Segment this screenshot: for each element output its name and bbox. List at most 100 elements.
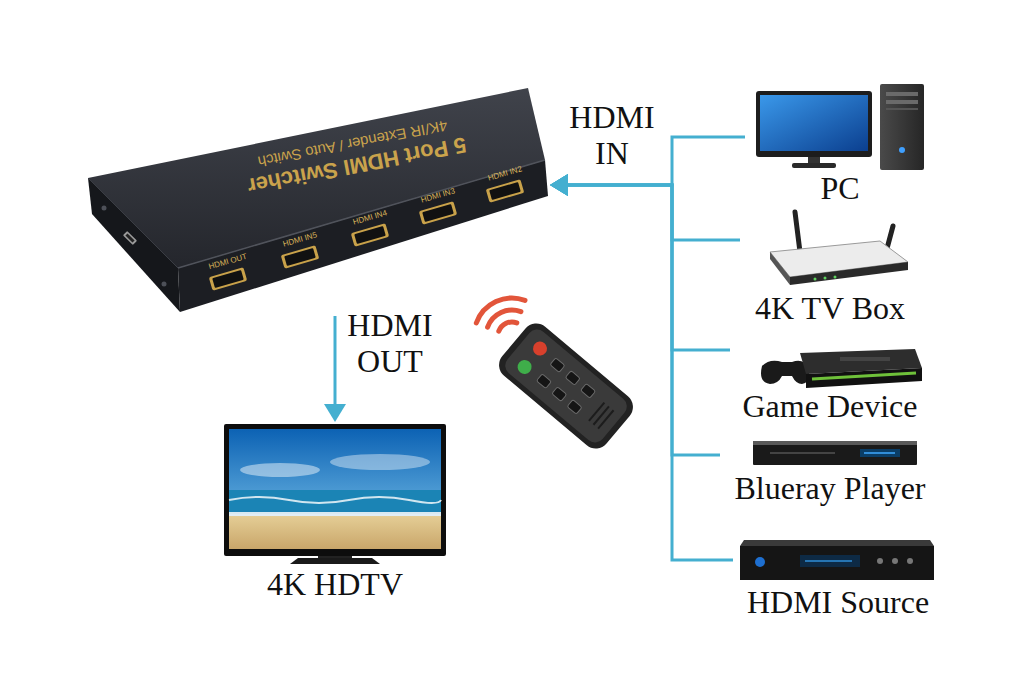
ir-signal <box>488 310 521 327</box>
tv-illustration <box>240 463 320 477</box>
tv-illustration <box>229 516 441 549</box>
connector <box>550 174 733 560</box>
device-label: HDMI Source <box>747 586 929 618</box>
hdmi-source-icon <box>740 540 934 580</box>
ir-signal <box>476 298 525 331</box>
pc-icon <box>886 92 918 96</box>
hdmi-port <box>212 270 244 288</box>
switcher-housing <box>123 231 137 245</box>
switcher-housing <box>125 233 134 242</box>
blueray-player-icon <box>753 441 917 465</box>
connector-line <box>566 185 740 240</box>
hdmi-port <box>209 267 247 290</box>
pc-icon <box>808 157 820 164</box>
pc-icon <box>886 100 918 104</box>
hdmi-source-icon <box>892 558 898 564</box>
hdmi-port <box>351 223 389 246</box>
pc-icon <box>899 147 905 153</box>
port-label: HDMI IN5 <box>282 231 318 248</box>
pc-icon <box>880 84 924 170</box>
game-console-icon <box>812 373 916 379</box>
hdmi-port <box>354 226 386 244</box>
hdmi-source-icon <box>800 555 860 567</box>
remote-control <box>493 318 638 454</box>
tv-illustration <box>290 558 380 564</box>
ir-signal <box>499 322 517 331</box>
remote-control <box>530 339 550 359</box>
arrow-head <box>550 174 568 196</box>
connector-label: HDMI OUT <box>338 308 442 380</box>
connector-line <box>566 185 720 455</box>
arrow-head <box>550 174 568 196</box>
tv-box-icon <box>795 212 800 252</box>
port-label: HDMI OUT <box>208 253 248 272</box>
remote-control <box>515 357 535 377</box>
game-console-icon <box>840 357 890 361</box>
hdmi-source-icon <box>907 558 913 564</box>
connector-label: HDMI IN <box>562 100 662 172</box>
pc-icon <box>792 163 836 168</box>
hdmi-port <box>351 223 389 246</box>
hdmi-port <box>209 267 247 290</box>
device-node: Blueray Player <box>720 436 940 504</box>
remote-control <box>594 406 609 424</box>
tv-illustration <box>229 497 441 503</box>
remote-control <box>552 387 567 402</box>
device-node: Game Device <box>730 340 930 422</box>
hdmi-port <box>419 201 457 224</box>
tv-illustration <box>330 454 430 470</box>
arrow-head <box>550 174 568 196</box>
hdmi-source-icon <box>740 540 934 546</box>
device-label: 4K TV Box <box>755 292 905 324</box>
switcher-housing <box>88 178 178 268</box>
hdmi-switcher: 5 Port HDMI Switcher4K/IR Extender / Aut… <box>86 84 550 316</box>
pc-icon <box>756 91 872 157</box>
hdmi-source-icon <box>877 558 883 564</box>
hdmi-source-icon <box>740 546 934 580</box>
hdmi-port <box>486 179 524 202</box>
tv-box-icon <box>824 277 827 280</box>
device-label: Game Device <box>742 390 917 422</box>
ir-signal <box>476 298 525 323</box>
switcher-housing <box>88 88 548 312</box>
hdmi-source-icon <box>805 560 852 562</box>
hdmi-port <box>422 204 454 222</box>
game-console-icon <box>761 349 922 388</box>
device-node: 4K TV Box <box>740 208 920 324</box>
port-label: HDMI IN2 <box>487 165 523 182</box>
tv-illustration <box>229 490 441 514</box>
blueray-player-icon <box>753 441 917 465</box>
arrow-head <box>550 174 568 196</box>
tv-box-icon <box>834 276 837 279</box>
remote-control <box>565 371 580 386</box>
blueray-player-icon <box>864 452 895 454</box>
remote-control <box>581 384 596 399</box>
hdmi-port <box>486 179 524 202</box>
remote-control <box>598 410 613 428</box>
connector-line <box>566 185 730 350</box>
game-console-icon <box>806 368 922 388</box>
arrow-head <box>324 404 346 422</box>
hdmi-port <box>419 201 457 224</box>
device-node: 4K HDTV <box>220 422 450 600</box>
switcher-housing <box>178 160 548 312</box>
connector <box>550 174 720 455</box>
pc-icon <box>760 95 868 151</box>
device-node: HDMI Source <box>733 540 943 618</box>
lid-print: 5 Port HDMI Switcher4K/IR Extender / Aut… <box>242 113 469 199</box>
device-node: PC <box>745 84 935 204</box>
blueray-player-icon <box>753 441 917 445</box>
port-label: HDMI IN4 <box>352 209 388 226</box>
tv-illustration <box>229 429 441 549</box>
remote-control <box>501 325 631 446</box>
tv-illustration <box>224 424 446 556</box>
connector <box>550 174 730 350</box>
device-label: PC <box>820 172 859 204</box>
hdmi-port <box>281 245 319 268</box>
remote-control <box>493 318 638 454</box>
hdmi-port <box>281 245 319 268</box>
connector-line <box>334 316 337 406</box>
blueray-player-icon <box>860 449 900 457</box>
remote-control <box>536 374 551 389</box>
